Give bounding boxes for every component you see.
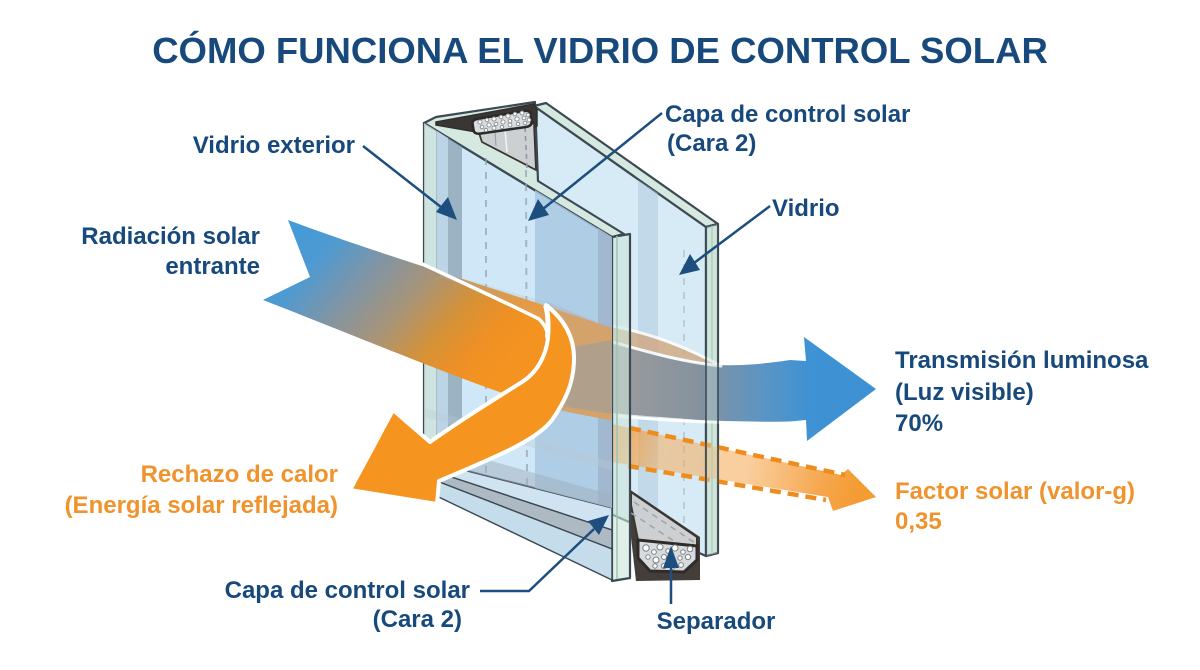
svg-text:(Cara 2): (Cara 2) [667,130,756,157]
svg-text:Radiación solar: Radiación solar [81,223,260,250]
svg-text:Rechazo de calor: Rechazo de calor [141,461,338,488]
svg-text:Transmisión luminosa: Transmisión luminosa [895,347,1149,374]
svg-text:Vidrio: Vidrio [772,195,840,222]
svg-text:CÓMO FUNCIONA EL VIDRIO DE CON: CÓMO FUNCIONA EL VIDRIO DE CONTROL SOLAR [152,29,1048,71]
svg-text:Capa de control solar: Capa de control solar [225,577,470,604]
svg-text:Separador: Separador [657,608,776,635]
svg-text:Vidrio exterior: Vidrio exterior [193,132,355,159]
svg-text:(Energía solar reflejada): (Energía solar reflejada) [65,492,338,519]
svg-text:(Cara 2): (Cara 2) [373,606,462,633]
svg-text:Factor solar (valor-g): Factor solar (valor-g) [895,478,1135,505]
svg-text:(Luz visible): (Luz visible) [895,379,1034,406]
svg-text:0,35: 0,35 [895,508,942,535]
svg-text:Capa de control solar: Capa de control solar [665,101,910,128]
svg-text:70%: 70% [895,410,943,437]
svg-text:entrante: entrante [165,253,260,280]
